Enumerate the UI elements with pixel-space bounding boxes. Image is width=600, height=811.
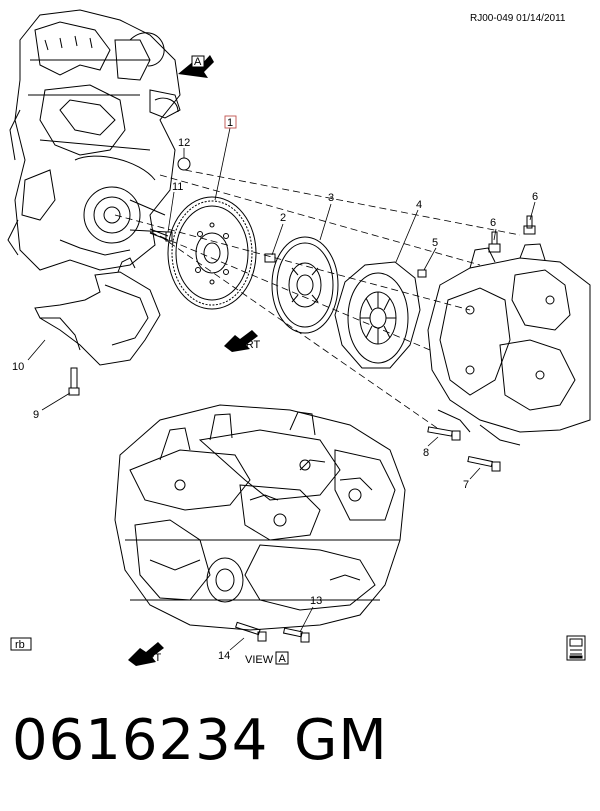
front-label-upper: FRT (239, 339, 260, 351)
callout-12: 12 (178, 137, 190, 149)
pressure-plate-drawing (334, 261, 421, 369)
bolt-8-drawing (427, 426, 461, 441)
callout-2: 2 (280, 212, 286, 224)
front-arrow-upper: FRT (224, 330, 260, 352)
transmission-drawing (427, 243, 591, 446)
corner-tag: rb (15, 639, 25, 651)
view-label: VIEW (245, 654, 274, 666)
callout-13: 13 (310, 595, 322, 607)
callout-6a: 6 (490, 217, 496, 229)
callout-leaders-lower (229, 606, 314, 651)
front-label-lower: FRT (140, 652, 161, 664)
clutch-disc-drawing (271, 236, 339, 334)
callout-11: 11 (172, 181, 183, 193)
part-number: 0616234 (12, 708, 269, 773)
engine-block-drawing (7, 9, 181, 271)
callout-1: 1 (227, 117, 233, 129)
callout-3: 3 (328, 192, 334, 204)
corner-tag-box (10, 637, 32, 651)
callout-14: 14 (218, 650, 230, 662)
callout-8: 8 (423, 447, 429, 459)
manufacturer-label: GM (294, 708, 388, 773)
callout-leaders-upper (27, 127, 536, 480)
callout-6b: 6 (532, 191, 538, 203)
view-box (275, 651, 289, 665)
assembly-centerlines (114, 169, 521, 431)
bolt-6b-drawing (523, 215, 536, 235)
manual-book-icon (566, 635, 586, 661)
view-box-letter: A (279, 653, 287, 665)
bolt-7-drawing (467, 455, 501, 472)
front-arrow-lower: FRT (128, 642, 164, 666)
callout-5: 5 (432, 237, 438, 249)
assembled-engine-drawing (114, 404, 406, 631)
bolt-13-drawing (282, 627, 310, 643)
callout-9: 9 (33, 409, 39, 421)
bolt-14-drawing (235, 621, 267, 642)
engine-mount-bracket-drawing (34, 257, 161, 366)
callout-1-box (224, 115, 237, 129)
bolt-5-drawing (417, 269, 427, 278)
bolt-9-drawing (68, 367, 80, 396)
ring-12-drawing (177, 157, 191, 171)
view-direction-arrow: A (178, 55, 214, 78)
header-reference: RJ00-049 01/14/2011 (470, 13, 566, 24)
bolt-6a-drawing (488, 231, 501, 253)
flywheel-drawing (167, 196, 257, 310)
callout-4: 4 (416, 199, 422, 211)
callout-10: 10 (12, 361, 24, 373)
view-arrow-letter: A (194, 56, 202, 68)
callout-7: 7 (463, 479, 469, 491)
